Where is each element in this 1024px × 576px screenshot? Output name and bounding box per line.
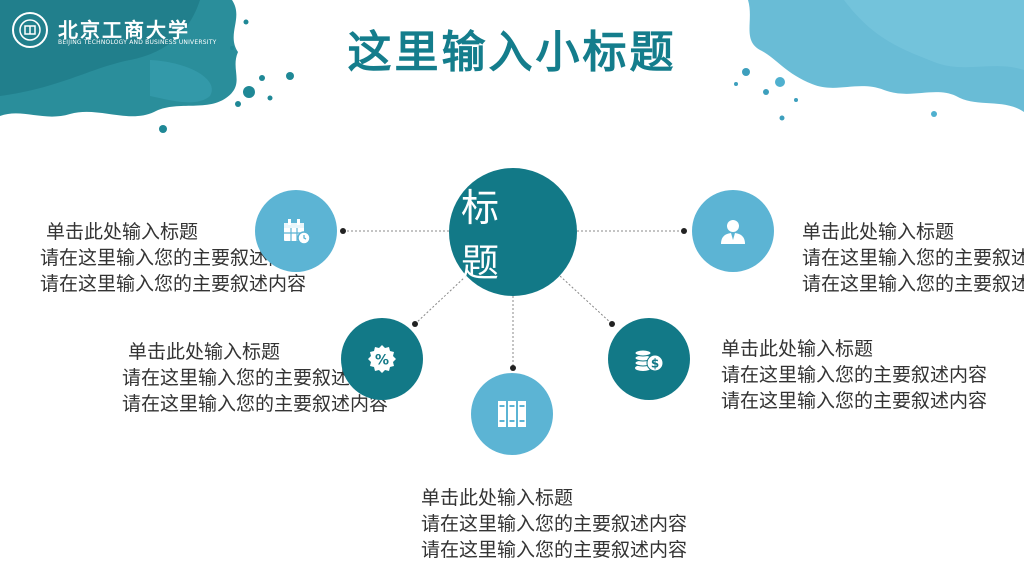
percent-badge-icon: % bbox=[368, 345, 396, 373]
item-title: 单击此处输入标题 bbox=[721, 338, 874, 360]
item-description: 请在这里输入您的主要叙述内容 bbox=[421, 539, 688, 561]
center-topic-label: 标 题 bbox=[461, 186, 512, 285]
coins-icon: $ bbox=[634, 349, 664, 372]
item-text-block[interactable]: 单击此处输入标题 请在这里输入您的主要叙述内容 请在这里输入您的主要叙述内容 bbox=[802, 219, 1024, 297]
node-user[interactable] bbox=[692, 190, 774, 272]
connector-dot bbox=[681, 228, 687, 234]
center-topic-circle[interactable]: 标 题 bbox=[449, 168, 577, 296]
item-title: 单击此处输入标题 bbox=[421, 487, 574, 509]
connector-dot bbox=[412, 321, 418, 327]
university-name: 北京工商大学 bbox=[58, 18, 190, 42]
node-binders[interactable] bbox=[471, 373, 553, 455]
item-text-block[interactable]: 单击此处输入标题 请在这里输入您的主要叙述内容 请在这里输入您的主要叙述内容 bbox=[40, 219, 306, 297]
item-description: 请在这里输入您的主要叙述内容 bbox=[122, 393, 389, 415]
item-description: 请在这里输入您的主要叙述内容 bbox=[40, 273, 307, 295]
item-description: 请在这里输入您的主要叙述内容 bbox=[802, 247, 1024, 269]
svg-text:$: $ bbox=[651, 357, 659, 371]
university-english-name: BEIJING TECHNOLOGY AND BUSINESS UNIVERSI… bbox=[58, 39, 217, 46]
connector-dot bbox=[510, 365, 516, 371]
calendar-clock-icon bbox=[284, 219, 311, 245]
page-title[interactable]: 这里输入小标题 bbox=[347, 27, 677, 78]
item-text-block[interactable]: 单击此处输入标题 请在这里输入您的主要叙述内容 请在这里输入您的主要叙述内容 bbox=[721, 336, 987, 414]
item-title: 单击此处输入标题 bbox=[46, 221, 199, 243]
university-emblem-icon bbox=[19, 19, 41, 41]
university-logo bbox=[12, 12, 48, 48]
connector-dot bbox=[609, 321, 615, 327]
item-description: 请在这里输入您的主要叙述内容 bbox=[721, 390, 988, 412]
node-calendar[interactable] bbox=[255, 190, 337, 272]
item-text-block[interactable]: 单击此处输入标题 请在这里输入您的主要叙述内容 请在这里输入您的主要叙述内容 bbox=[421, 485, 687, 563]
item-text-block[interactable]: 单击此处输入标题 请在这里输入您的主要叙述内容 请在这里输入您的主要叙述内容 bbox=[122, 339, 388, 417]
item-description: 请在这里输入您的主要叙述内容 bbox=[421, 513, 688, 535]
connector-dot bbox=[340, 228, 346, 234]
item-description: 请在这里输入您的主要叙述内容 bbox=[721, 364, 988, 386]
node-percent[interactable]: % bbox=[341, 318, 423, 400]
item-title: 单击此处输入标题 bbox=[128, 341, 281, 363]
item-description: 请在这里输入您的主要叙述内容 bbox=[802, 273, 1024, 295]
binders-icon bbox=[498, 401, 526, 427]
svg-text:%: % bbox=[375, 353, 389, 369]
item-title: 单击此处输入标题 bbox=[802, 221, 955, 243]
node-coins[interactable]: $ bbox=[608, 318, 690, 400]
item-description: 请在这里输入您的主要叙述内容 bbox=[122, 367, 389, 389]
user-icon bbox=[721, 220, 745, 244]
item-description: 请在这里输入您的主要叙述内容 bbox=[40, 247, 307, 269]
